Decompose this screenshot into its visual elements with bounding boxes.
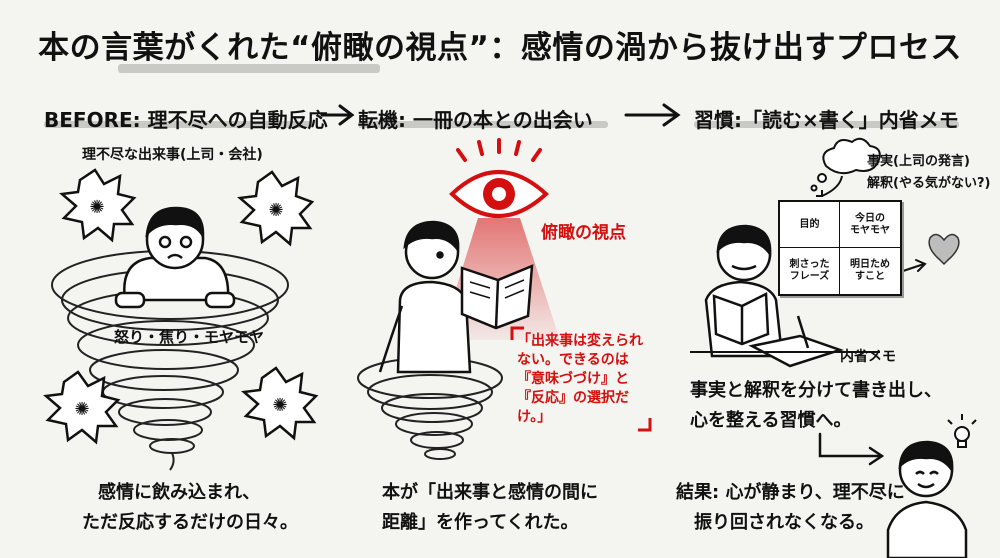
perspective-label: 俯瞰の視点 (541, 223, 626, 243)
svg-text:✺: ✺ (268, 200, 283, 221)
quote-bracket (510, 326, 652, 432)
book-quote: 「出来事は変えられない。できるのは『意味づづけ』と『反応』の選択だけ。」 (517, 333, 643, 425)
emotion-label: 怒り・焦り・モヤモヤ (114, 328, 265, 346)
habit-caption-line2: 心を整える習慣へ。 (690, 410, 852, 431)
header-turning: 転機: 一冊の本との出会い (358, 108, 593, 132)
memo-cell-purpose: 目的 (780, 202, 840, 248)
arrow-right-icon (320, 104, 355, 126)
header-before: BEFORE: 理不尽への自動反応 (44, 108, 328, 132)
habit-caption-line1: 事実と解釈を分けて書き出し、 (690, 380, 942, 401)
header-underline-before (44, 121, 314, 128)
calm-person (886, 440, 968, 558)
result-line2: 振り回されなくなる。 (694, 512, 874, 533)
lightbulb-icon (947, 414, 977, 448)
distressed-person (114, 206, 236, 309)
page-title: 本の言葉がくれた“俯瞰の視点”：感情の渦から抜け出すプロセス (38, 30, 962, 66)
anger-burst-icon: ✺ (241, 366, 319, 441)
reading-person (378, 220, 534, 374)
thought-fact: 事実(上司の発言) (867, 154, 970, 169)
memo-cell-tomorrow: 明日ため すこと (850, 259, 890, 282)
thought-interpretation: 解釈(やる気がない?) (867, 176, 991, 191)
anger-burst-icon: ✺ (237, 170, 315, 247)
turning-caption-line1: 本が「出来事と感情の間に (382, 482, 598, 503)
svg-text:✺: ✺ (272, 395, 287, 416)
event-label: 理不尽な出来事(上司・会社) (82, 147, 263, 163)
anger-burst-icon: ✺ (59, 168, 137, 243)
turning-caption-line2: 距離」を作ってくれた。 (382, 512, 579, 533)
header-habit: 習慣:「読む×書く」内省メモ (694, 108, 959, 132)
result-line1: 結果: 心が静まり、理不尽に (676, 482, 905, 503)
svg-text:✺: ✺ (74, 399, 89, 420)
heart-icon (928, 233, 960, 266)
before-caption-line1: 感情に飲み込まれ、 (98, 482, 261, 503)
memo-cell-phrase: 刺さった フレーズ (780, 248, 840, 294)
header-underline-turning (358, 121, 608, 128)
before-caption-line2: ただ反応するだけの日々。 (82, 512, 298, 533)
memo-cell-today: 今日の モヤモヤ (840, 202, 900, 248)
thought-cloud-icon (810, 137, 881, 197)
svg-text:✺: ✺ (89, 197, 104, 218)
arrow-right-icon (624, 103, 681, 127)
arrow-right-icon (818, 432, 885, 466)
anger-burst-icon: ✺ (43, 370, 121, 445)
arrow-right-icon (899, 259, 927, 273)
memo-grid: 目的 今日の モヤモヤ 刺さった フレーズ 明日ため すこと (778, 200, 902, 296)
writing-person (704, 224, 844, 368)
eye-icon (449, 138, 549, 218)
memo-label: 内省メモ (840, 349, 896, 365)
header-underline-habit (694, 121, 959, 128)
title-highlight (118, 64, 380, 73)
